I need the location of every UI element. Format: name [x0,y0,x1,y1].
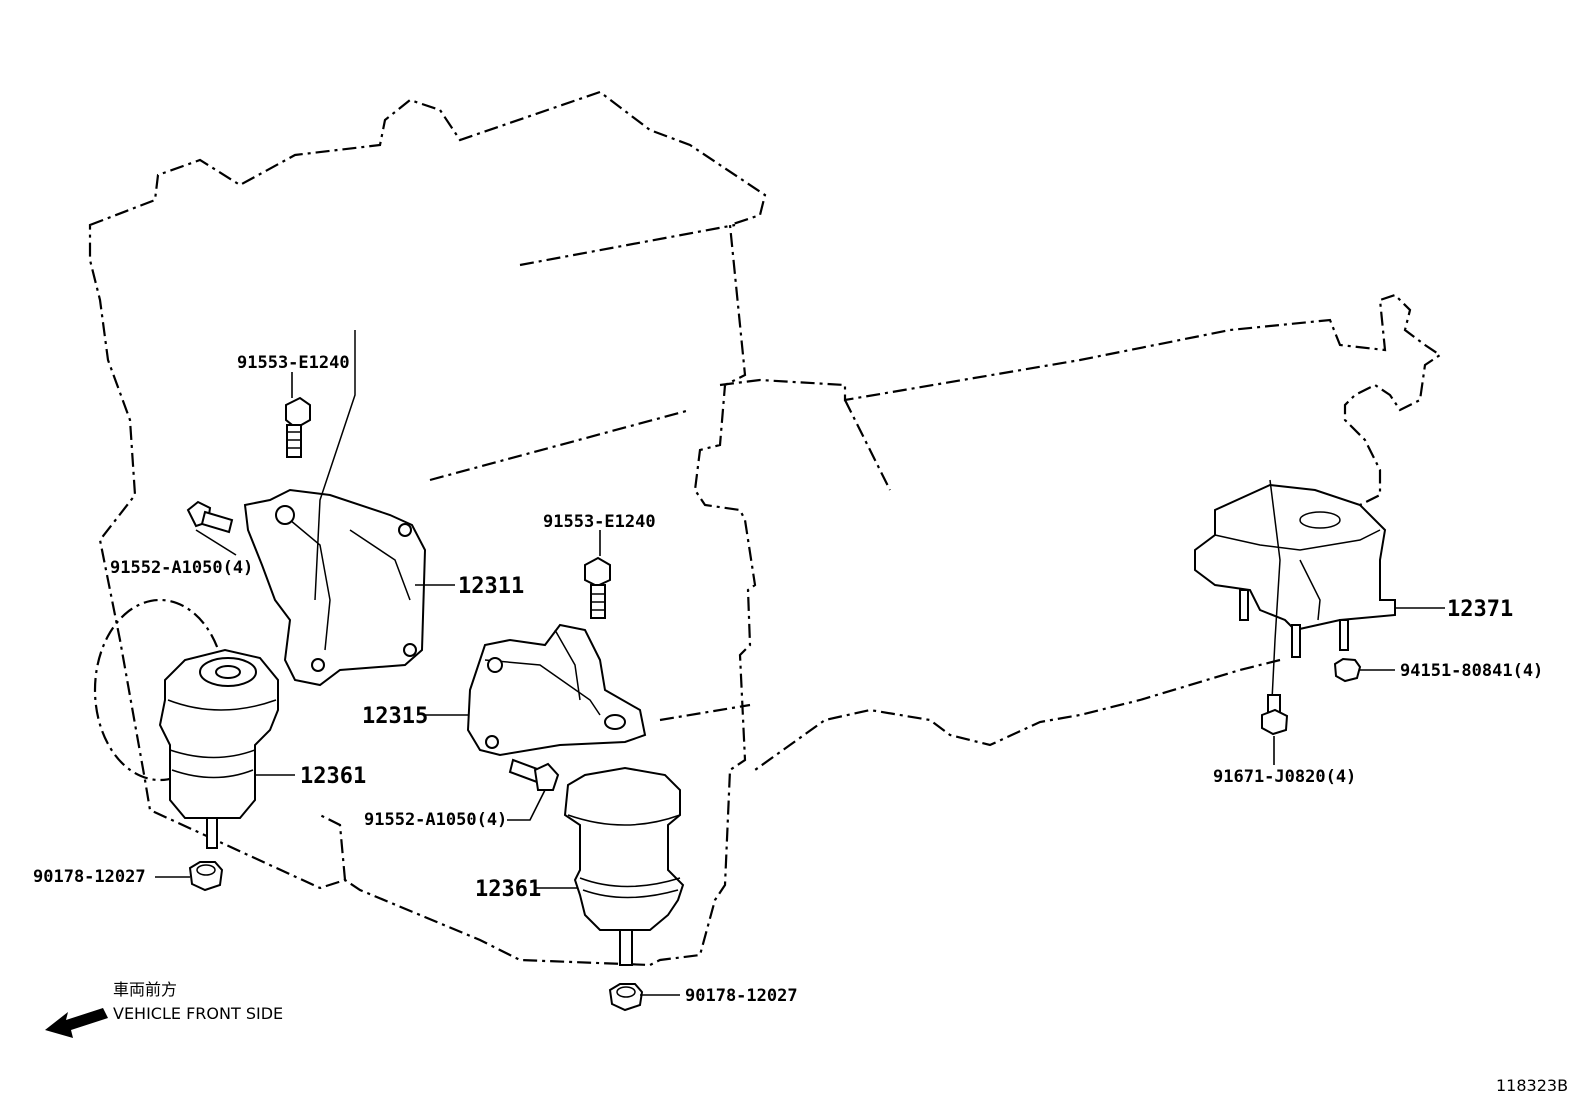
figure-id: 118323B [1496,1076,1568,1095]
label-12361-left: 12361 [300,764,366,789]
label-12371: 12371 [1447,597,1513,622]
label-91671-j0820: 91671-J0820(4) [1213,767,1356,787]
label-12315: 12315 [362,704,428,729]
insulator-12361-center [563,766,685,966]
label-12311: 12311 [458,574,524,599]
direction-en: VEHICLE FRONT SIDE [113,1004,283,1023]
bolt-rear [1261,694,1289,736]
label-94151-80841: 94151-80841(4) [1400,661,1543,681]
bracket-12311 [243,330,427,687]
bolt-center [508,758,560,791]
label-91552-a1050-left: 91552-A1050(4) [110,558,253,578]
engine-outline [88,90,767,967]
label-12361-center: 12361 [475,877,541,902]
insulator-12371 [1194,479,1396,701]
label-91552-a1050-center: 91552-A1050(4) [364,810,507,830]
bolt-top-left [285,396,311,458]
label-90178-12027-center: 90178-12027 [685,986,798,1006]
direction-jp: 車両前方 [113,980,177,999]
bracket-12315 [466,623,647,757]
insulator-12361-left [93,598,279,849]
label-91553-e1240-left: 91553-E1240 [237,353,350,373]
nut-left [188,861,224,892]
transmission-outline [719,293,1442,771]
nut-center [608,983,644,1012]
nut-rear [1333,657,1362,683]
leader-lines [155,372,1445,996]
bolt-left-side [186,500,234,534]
bolt-top-center [584,556,611,619]
label-90178-12027-left: 90178-12027 [33,867,146,887]
arrow-left-icon [45,1008,108,1038]
label-91553-e1240-center: 91553-E1240 [543,512,656,532]
direction-indicator: 車両前方 VEHICLE FRONT SIDE [45,980,283,1038]
